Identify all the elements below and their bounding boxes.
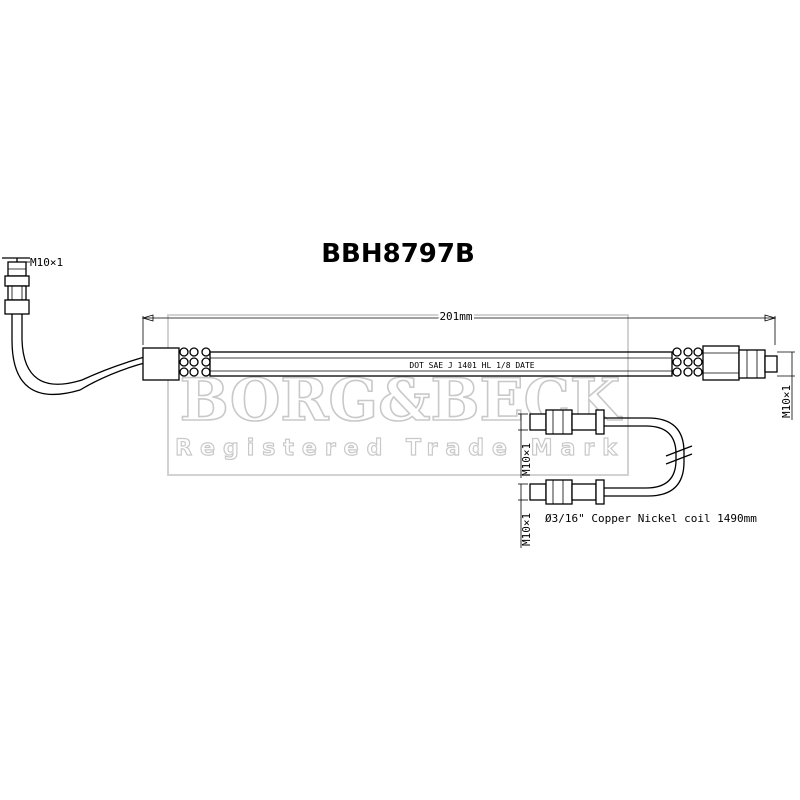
length-label: 201mm <box>439 310 472 323</box>
right-thread-dimension: M10×1 <box>777 351 795 420</box>
copper-pipe-assembly <box>529 409 693 505</box>
pipe-thread-dimensions: M10×1 M10×1 <box>518 413 533 548</box>
hose-left-ferrule <box>142 347 180 381</box>
hose-tube <box>209 351 673 377</box>
length-dimension: 201mm <box>141 308 777 345</box>
hose-print: DOT SAE J 1401 HL 1/8 DATE <box>409 361 534 370</box>
hose-right-ferrule <box>702 345 740 381</box>
watermark-frame <box>167 314 629 476</box>
lower-tube-nut <box>545 479 573 505</box>
pipe-label: Ø3/16" Copper Nickel coil 1490mm <box>545 512 757 525</box>
thread-label-top-left: M10×1 <box>30 256 63 269</box>
thread-label-pipe-bottom: M10×1 <box>520 513 533 546</box>
bent-pipe-top <box>11 314 149 396</box>
upper-tube-nut <box>545 409 573 435</box>
hose-left-crimp <box>179 347 211 377</box>
top-left-fitting: M10×1 <box>2 256 63 315</box>
hose-right-hex <box>738 349 766 379</box>
hose-right-thread <box>764 355 778 373</box>
watermark: BORG&BECK Registered Trade Mark <box>167 314 629 476</box>
upper-tube-nut-tip <box>529 413 547 431</box>
thread-label-right: M10×1 <box>780 385 793 418</box>
thread-label-pipe-top: M10×1 <box>520 443 533 476</box>
hose-right-crimp <box>672 347 703 377</box>
watermark-subtitle: Registered Trade Mark <box>175 436 625 461</box>
bent-pipe-bottom <box>21 314 149 385</box>
part-number-title: BBH8797B <box>321 239 475 269</box>
hose: DOT SAE J 1401 HL 1/8 DATE <box>142 345 778 381</box>
lower-tube-nut-tip <box>529 483 547 501</box>
pipe-loop-inner <box>604 425 677 489</box>
